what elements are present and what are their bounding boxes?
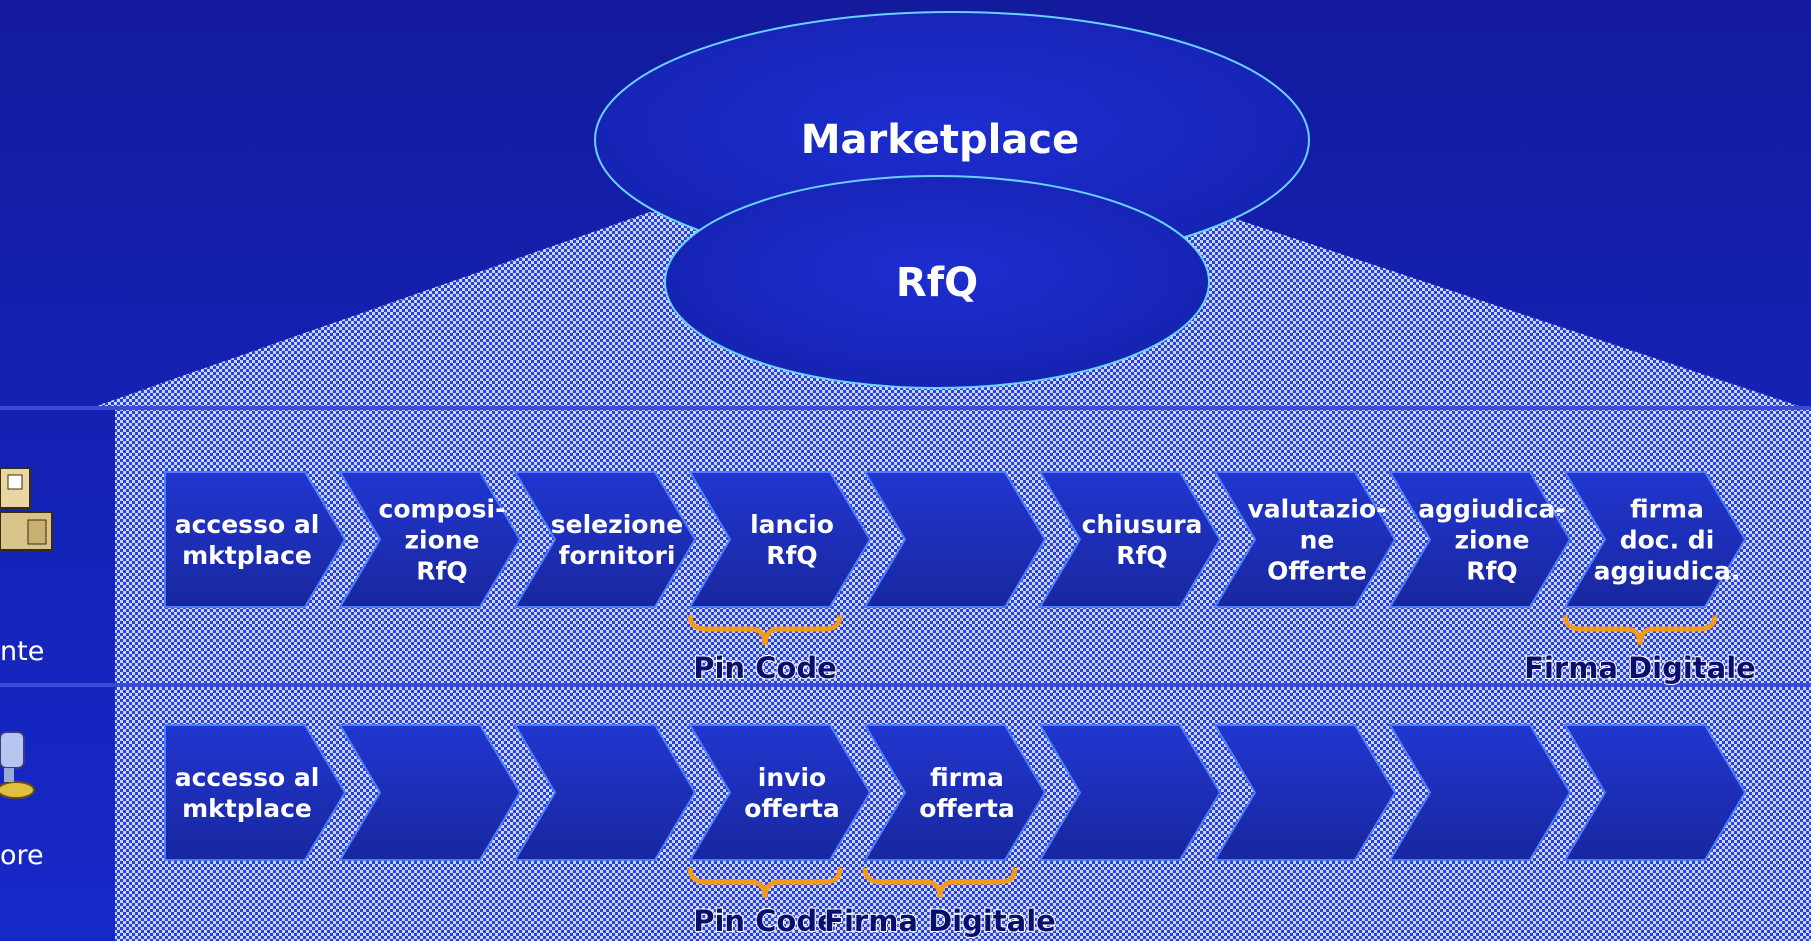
- step-chevron: [338, 724, 522, 861]
- step-chevron: [1038, 471, 1222, 608]
- step-chevron: [1563, 724, 1747, 861]
- actor-label-buyer: nte: [0, 636, 44, 667]
- step-label: accesso al: [175, 510, 320, 539]
- step-label: fornitori: [559, 541, 676, 570]
- process-step: [1563, 724, 1747, 861]
- brace-label: Pin Code: [693, 904, 837, 938]
- step-label: RfQ: [416, 557, 467, 586]
- curly-brace: [687, 614, 843, 646]
- process-step: [1388, 724, 1572, 861]
- rfq-label: RfQ: [896, 260, 978, 306]
- step-chevron: [1388, 724, 1572, 861]
- curly-brace: [862, 867, 1018, 899]
- step-chevron: [164, 724, 347, 861]
- step-label: RfQ: [1116, 541, 1167, 570]
- curly-brace: [687, 867, 843, 899]
- step-label: composi-: [379, 495, 506, 524]
- step-chevron: [1563, 471, 1747, 608]
- step-chevron: [513, 471, 697, 608]
- process-step: [863, 471, 1047, 608]
- step-label: RfQ: [1466, 557, 1517, 586]
- step-chevron: [1038, 724, 1222, 861]
- step-chevron: [1388, 471, 1572, 608]
- step-label: zione: [404, 526, 479, 555]
- step-label: firma: [930, 763, 1004, 792]
- step-label: selezione: [551, 510, 683, 539]
- step-chevron: [688, 471, 872, 608]
- marketplace-label: Marketplace: [801, 117, 1079, 163]
- step-label: RfQ: [766, 541, 817, 570]
- process-step: [1038, 724, 1222, 861]
- step-chevron: [338, 471, 522, 608]
- person-at-computer-icon: [0, 731, 35, 799]
- process-step: [1213, 724, 1397, 861]
- step-label: invio: [758, 763, 826, 792]
- step-label: doc. di: [1620, 526, 1715, 555]
- step-chevron: [688, 724, 872, 861]
- step-label: lancio: [750, 510, 834, 539]
- step-chevron: [863, 724, 1047, 861]
- brace-group: Pin Code: [687, 867, 843, 939]
- step-label: offerta: [744, 794, 840, 823]
- brace-group: Firma Digitale: [1523, 614, 1757, 686]
- brace-group: Pin Code: [687, 614, 843, 686]
- person-at-desk-icon: [0, 467, 53, 551]
- step-label: mktplace: [182, 541, 312, 570]
- step-chevron: [164, 471, 347, 608]
- brace-group: Firma Digitale: [823, 867, 1057, 939]
- step-label: aggiudica-: [1418, 495, 1566, 524]
- brace-label: Firma Digitale: [1524, 651, 1756, 685]
- actor-label-supplier: ore: [0, 840, 44, 871]
- step-chevron: [513, 724, 697, 861]
- step-label: accesso al: [175, 763, 320, 792]
- rfq-ellipse: RfQ: [664, 175, 1210, 389]
- step-label: ne: [1300, 526, 1335, 555]
- step-label: zione: [1454, 526, 1529, 555]
- step-label: offerta: [919, 794, 1015, 823]
- step-label: aggiudica.: [1594, 557, 1741, 586]
- step-label: firma: [1630, 495, 1704, 524]
- step-label: chiusura: [1082, 510, 1203, 539]
- brace-label: Firma Digitale: [824, 904, 1056, 938]
- process-step: [513, 724, 697, 861]
- brace-label: Pin Code: [693, 651, 837, 685]
- step-label: Offerte: [1267, 557, 1367, 586]
- step-label: mktplace: [182, 794, 312, 823]
- step-chevron: [1213, 724, 1397, 861]
- step-chevron: [1213, 471, 1397, 608]
- step-label: valutazio-: [1247, 495, 1386, 524]
- process-steps: accesso almktplacecomposi-zioneRfQselezi…: [164, 471, 1747, 861]
- process-step: [338, 724, 522, 861]
- step-chevron: [863, 471, 1047, 608]
- curly-brace: [1562, 614, 1718, 646]
